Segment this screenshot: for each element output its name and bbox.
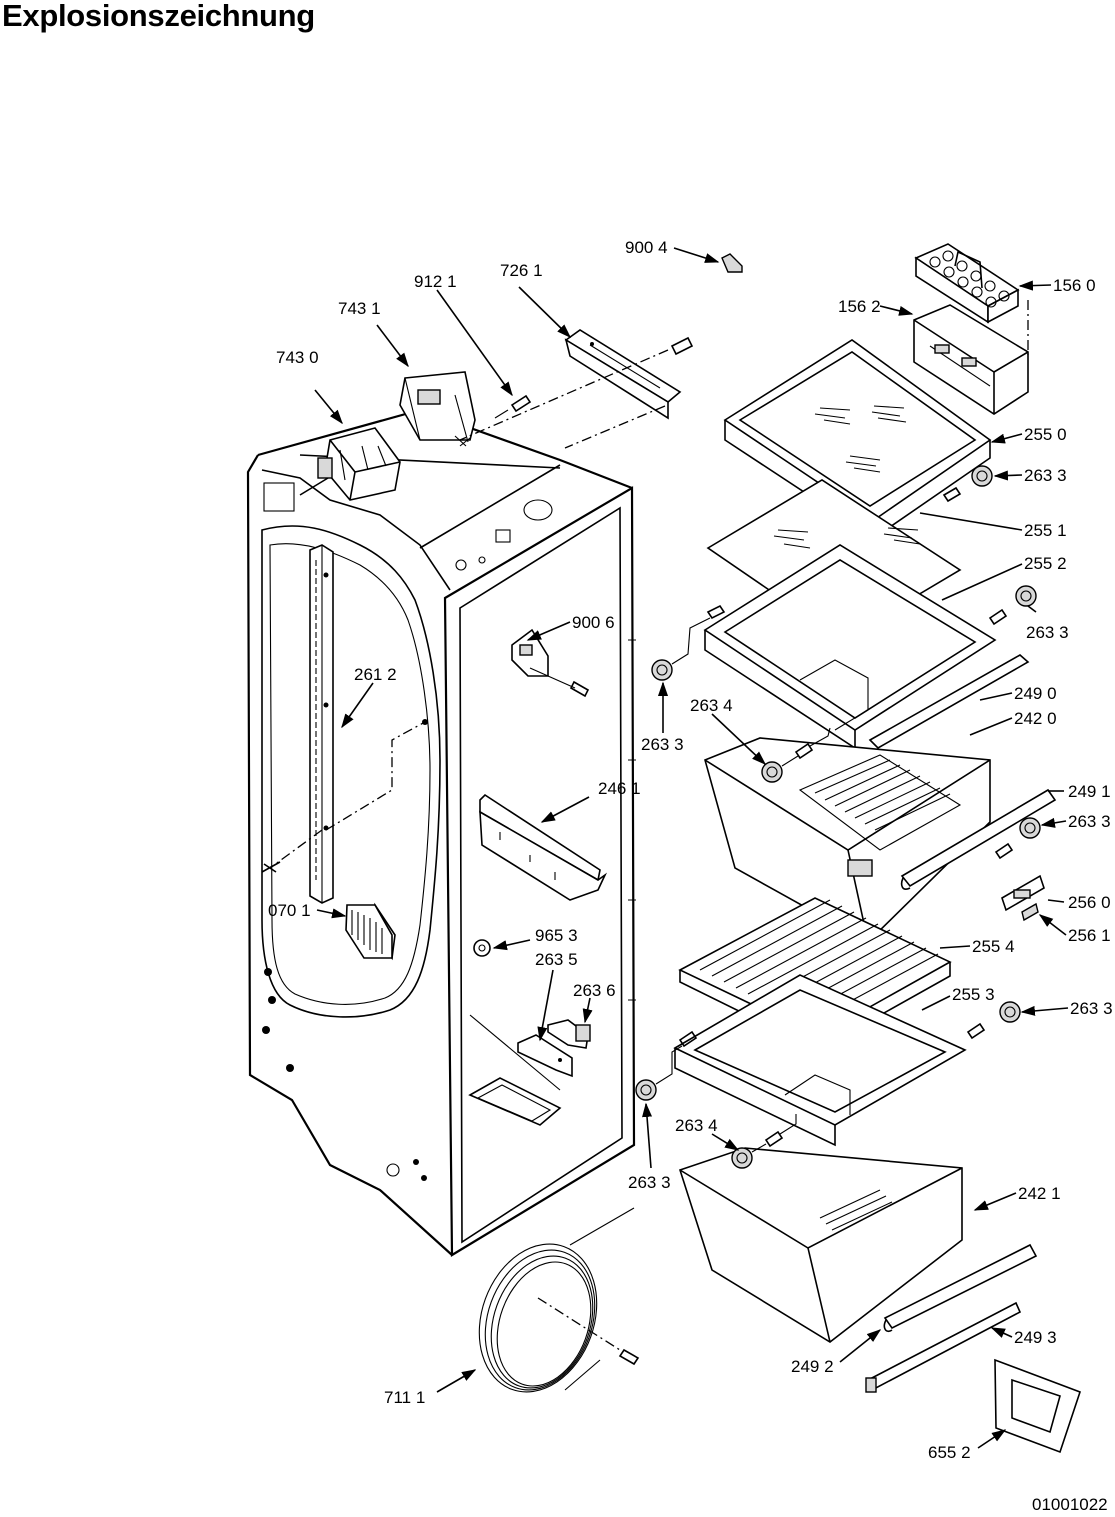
callout-249-1: 249 1 xyxy=(1068,782,1111,801)
callout-743-0: 743 0 xyxy=(276,348,319,367)
wire-coil-711-1 xyxy=(478,1207,640,1393)
callout-256-0: 256 0 xyxy=(1068,893,1111,912)
page-title: Explosionszeichnung xyxy=(2,0,315,33)
callout-255-2: 255 2 xyxy=(1024,554,1067,573)
callout-255-0: 255 0 xyxy=(1024,425,1067,444)
callout-255-4: 255 4 xyxy=(972,937,1015,956)
trim-249-2 xyxy=(883,1243,1038,1333)
callout-711-1: 711 1 xyxy=(384,1388,425,1407)
trim-249-3 xyxy=(865,1301,1022,1393)
light-housing-743-0 xyxy=(299,427,401,501)
knob-263-4-a xyxy=(761,727,831,783)
bracket-743-1 xyxy=(399,371,476,447)
callout-242-1: 242 1 xyxy=(1018,1184,1061,1203)
bracket-900-6 xyxy=(511,628,590,698)
callout-249-2: 249 2 xyxy=(791,1357,834,1376)
callout-246-1: 246 1 xyxy=(598,779,641,798)
callout-263-5: 263 5 xyxy=(535,950,578,969)
knob-263-3-f xyxy=(635,1030,698,1101)
callout-900-6: 900 6 xyxy=(572,613,615,632)
callout-263-6: 263 6 xyxy=(573,981,616,1000)
callout-leaders xyxy=(314,247,1069,1449)
plate-655-2 xyxy=(994,1358,1082,1454)
bushing-965-3 xyxy=(473,939,491,957)
cover-246-1 xyxy=(479,793,608,901)
callout-263-3: 263 3 xyxy=(628,1173,671,1192)
callout-263-4: 263 4 xyxy=(690,696,733,715)
knob-263-3-a xyxy=(942,465,993,503)
callout-255-1: 255 1 xyxy=(1024,521,1067,540)
plate-263-5 xyxy=(517,1034,573,1078)
cabinet-liner xyxy=(246,408,636,1257)
callout-255-3: 255 3 xyxy=(952,985,995,1004)
crisper-drawer-242-0 xyxy=(704,737,991,943)
callout-156-2: 156 2 xyxy=(838,297,881,316)
shelf-frame-255-2 xyxy=(703,544,997,750)
handle-249-1 xyxy=(900,788,1057,890)
callout-655-2: 655 2 xyxy=(928,1443,971,1462)
vent-grille-070-1 xyxy=(345,902,396,961)
callout-263-3: 263 3 xyxy=(1068,812,1111,831)
top-shelf-255-0 xyxy=(723,339,992,540)
rail-726-1 xyxy=(459,329,694,449)
latch-256-1 xyxy=(1021,902,1039,922)
callout-743-1: 743 1 xyxy=(338,299,381,318)
callout-249-3: 249 3 xyxy=(1014,1328,1057,1347)
callout-263-4: 263 4 xyxy=(675,1116,718,1135)
callout-263-3: 263 3 xyxy=(1070,999,1113,1018)
callout-965-3: 965 3 xyxy=(535,926,578,945)
callout-263-3: 263 3 xyxy=(1026,623,1069,642)
callout-156-0: 156 0 xyxy=(1053,276,1096,295)
plate-263-6 xyxy=(547,1019,591,1049)
knob-263-3-d xyxy=(994,817,1041,860)
shelf-frame-255-3 xyxy=(673,974,967,1147)
callout-249-0: 249 0 xyxy=(1014,684,1057,703)
egg-tray-156-0 xyxy=(914,243,1020,324)
callout-242-0: 242 0 xyxy=(1014,709,1057,728)
callout-263-3: 263 3 xyxy=(1024,466,1067,485)
callout-726-1: 726 1 xyxy=(500,261,543,280)
callout-070-1: 070 1 xyxy=(268,901,311,920)
knob-263-3-c xyxy=(651,604,726,681)
document-number: 01001022 xyxy=(1032,1495,1108,1514)
knob-263-3-e xyxy=(966,1001,1021,1040)
callout-261-2: 261 2 xyxy=(354,665,397,684)
knob-263-3-b xyxy=(988,585,1037,626)
knob-263-4-b xyxy=(731,1114,797,1169)
clip-900-4 xyxy=(721,253,743,273)
butter-bin-156-2 xyxy=(913,300,1029,415)
latch-256-0 xyxy=(1001,874,1045,912)
callout-256-1: 256 1 xyxy=(1068,926,1111,945)
screw-912-1 xyxy=(494,394,532,419)
callout-912-1: 912 1 xyxy=(414,272,457,291)
callout-900-4: 900 4 xyxy=(625,238,668,257)
shelf-rail-261-2 xyxy=(261,544,428,904)
callout-263-3: 263 3 xyxy=(641,735,684,754)
